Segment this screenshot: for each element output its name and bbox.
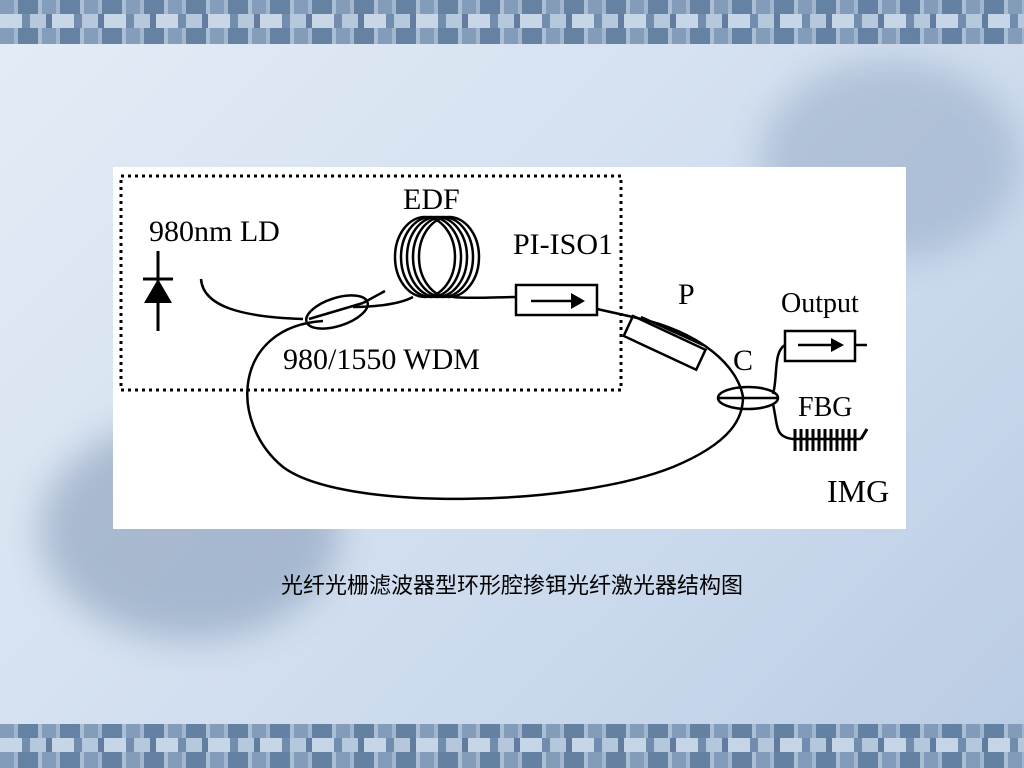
pump-fiber (199, 278, 304, 321)
fbg-fiber (771, 403, 861, 441)
coupler-label: C (733, 344, 753, 377)
wdm-coupler (305, 294, 369, 330)
wdm-label: 980/1550 WDM (283, 343, 480, 376)
laser-structure-diagram: 980nm LD EDF PI-ISO1 980/1550 WDM P C Ou… (113, 167, 906, 529)
top-decorative-band (0, 0, 1024, 44)
output-fiber (771, 343, 786, 395)
laser-diode-symbol (143, 251, 173, 331)
isolator-label: PI-ISO1 (513, 228, 613, 261)
bottom-decorative-band (0, 724, 1024, 768)
isolator-arrowhead (571, 293, 585, 309)
pump-label: 980nm LD (149, 215, 280, 248)
figure-caption: 光纤光栅滤波器型环形腔掺铒光纤激光器结构图 (280, 574, 743, 599)
output-arrowhead (831, 338, 844, 352)
isolator-box (514, 283, 599, 317)
polarizer-label: P (678, 278, 695, 311)
edf-label: EDF (403, 183, 460, 216)
edf-lead (352, 295, 414, 309)
polarizer-box (622, 314, 708, 372)
fbg-label: FBG (798, 392, 852, 423)
fbg-grating (793, 428, 869, 451)
output-label: Output (781, 288, 859, 319)
ring-cavity-fiber (246, 307, 745, 501)
edf-coil (393, 215, 481, 299)
img-label: IMG (827, 473, 889, 509)
edf-to-isolator-fiber (452, 295, 517, 300)
